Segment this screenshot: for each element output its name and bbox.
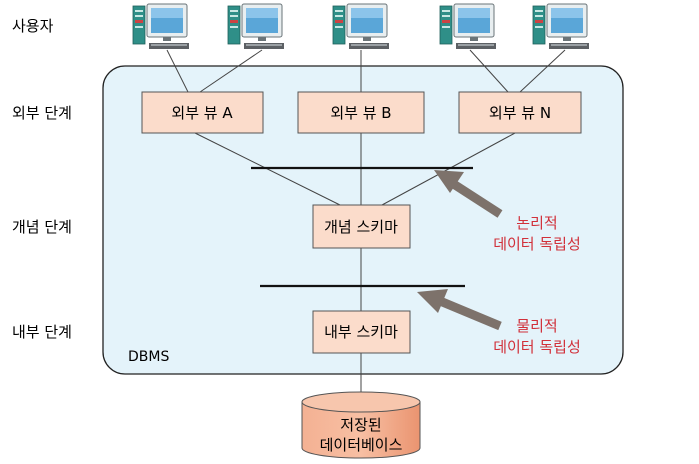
dbms-label: DBMS: [128, 349, 169, 365]
user-computer-2: [227, 3, 285, 50]
external-view-label-a: 외부 뷰 A: [171, 104, 233, 122]
physical-independence-line2: 데이터 독립성: [493, 338, 581, 356]
conceptual-schema-box: [312, 204, 411, 249]
stored-database-cylinder: [301, 391, 421, 459]
external-view-label-b: 외부 뷰 B: [330, 104, 391, 122]
logical-independence-arrow: [434, 170, 503, 218]
storage-label-line1: 저장된: [340, 416, 381, 434]
physical-independence-line1: 물리적: [516, 317, 557, 335]
user-computer-1: [132, 3, 190, 50]
internal-schema-label: 내부 스키마: [324, 323, 398, 341]
logical-independence-line2: 데이터 독립성: [493, 235, 581, 253]
user-computer-5: [532, 3, 590, 50]
external-view-label-n: 외부 뷰 N: [489, 104, 551, 122]
physical-independence-arrow: [417, 289, 502, 331]
external-view-box-n: [458, 91, 582, 134]
storage-label-line2: 데이터베이스: [320, 436, 403, 454]
external-view-box-b: [297, 91, 425, 134]
logical-independence-line1: 논리적: [516, 214, 557, 232]
internal-schema-box: [312, 310, 411, 354]
level-label-conceptual: 개념 단계: [12, 218, 72, 236]
level-label-external: 외부 단계: [12, 104, 72, 122]
external-view-box-a: [141, 91, 264, 134]
conceptual-schema-label: 개념 스키마: [324, 218, 398, 236]
user-computer-4: [439, 3, 497, 50]
user-computer-3: [332, 3, 390, 50]
level-label-internal: 내부 단계: [12, 323, 72, 341]
level-label-users: 사용자: [12, 17, 54, 35]
